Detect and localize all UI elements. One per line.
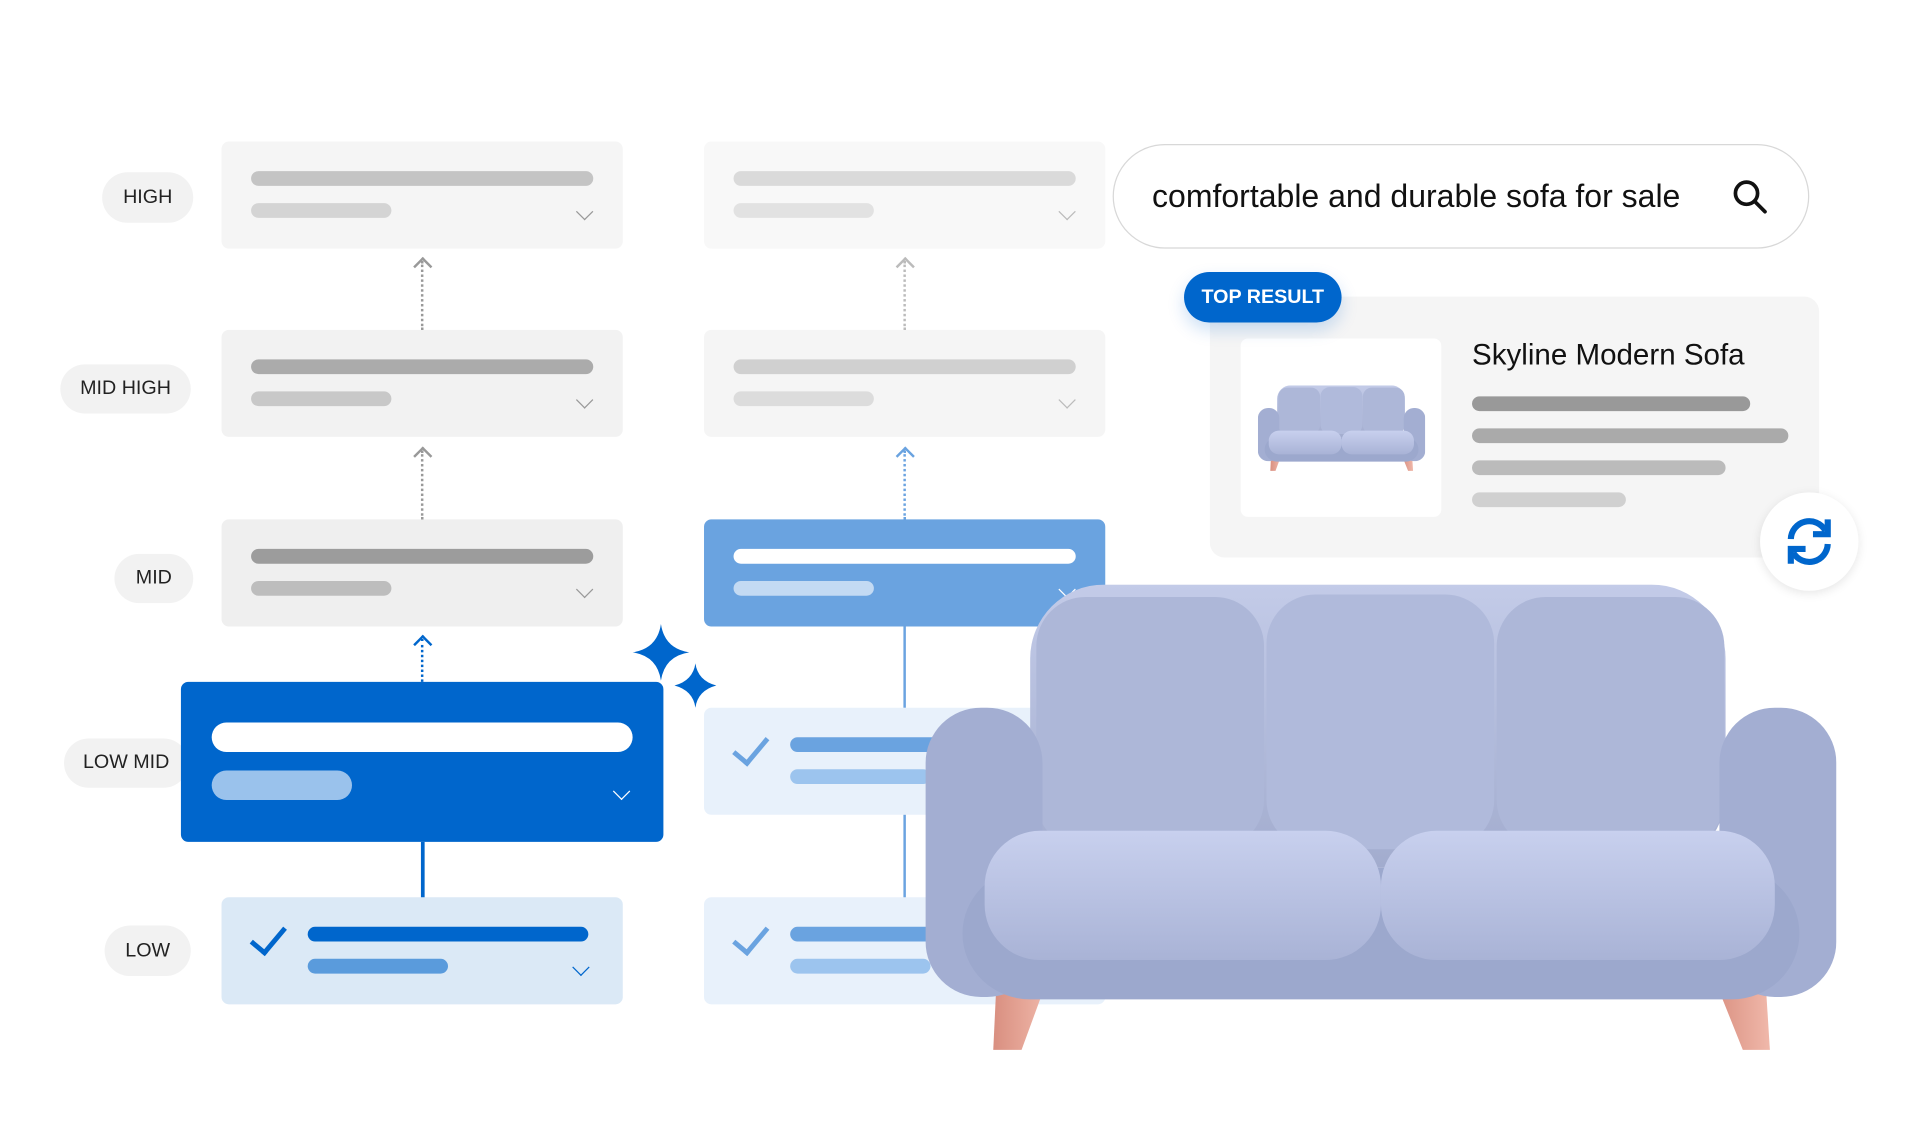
card-mid[interactable] — [221, 519, 623, 627]
level-label-low: LOW — [104, 925, 191, 977]
connector — [903, 814, 906, 898]
chevron-down-icon — [1058, 391, 1076, 409]
arrow-up-icon — [413, 256, 433, 277]
card-low[interactable] — [221, 897, 623, 1005]
card-low-mid-selected[interactable] — [180, 681, 664, 842]
search-bar[interactable]: comfortable and durable sofa for sale — [1112, 144, 1810, 249]
level-label-mid: MID — [114, 553, 194, 604]
level-label-high: HIGH — [102, 172, 194, 223]
connector — [420, 260, 424, 330]
refresh-button[interactable] — [1760, 492, 1859, 591]
chevron-down-icon — [612, 782, 631, 801]
level-label-low-mid: LOW MID — [64, 738, 189, 788]
chevron-down-icon — [575, 580, 594, 599]
arrow-up-icon — [413, 634, 433, 654]
arrow-up-icon — [895, 256, 915, 277]
level-label-mid-high: MID HIGH — [60, 364, 191, 414]
sparkle-icon — [632, 624, 717, 708]
sofa-image — [926, 585, 1837, 1053]
connector — [903, 626, 906, 708]
connector — [420, 638, 424, 682]
card-high-alt[interactable] — [704, 141, 1106, 249]
card-mid-high[interactable] — [221, 329, 623, 437]
product-title: Skyline Modern Sofa — [1472, 338, 1745, 372]
top-result-badge: TOP RESULT — [1184, 272, 1342, 323]
chevron-down-icon — [575, 202, 594, 221]
check-icon — [249, 917, 287, 957]
product-thumbnail — [1240, 338, 1442, 517]
check-icon — [732, 727, 770, 767]
card-high[interactable] — [221, 141, 623, 249]
card-mid-selected-alt[interactable] — [704, 519, 1106, 627]
search-icon[interactable] — [1732, 178, 1769, 215]
connector — [903, 450, 906, 520]
connector — [420, 841, 425, 898]
sofa-thumbnail-image — [1258, 385, 1425, 471]
result-card[interactable]: Skyline Modern Sofa — [1209, 296, 1820, 558]
check-icon — [732, 917, 770, 957]
arrow-up-icon — [895, 446, 915, 466]
arrow-up-icon — [413, 446, 433, 466]
chevron-down-icon — [1058, 202, 1076, 221]
chevron-down-icon — [572, 958, 590, 977]
search-input[interactable]: comfortable and durable sofa for sale — [1152, 177, 1681, 215]
chevron-down-icon — [575, 391, 594, 409]
refresh-icon — [1787, 518, 1831, 565]
card-mid-high-alt[interactable] — [704, 329, 1106, 437]
connector — [420, 450, 424, 520]
connector — [903, 260, 906, 330]
